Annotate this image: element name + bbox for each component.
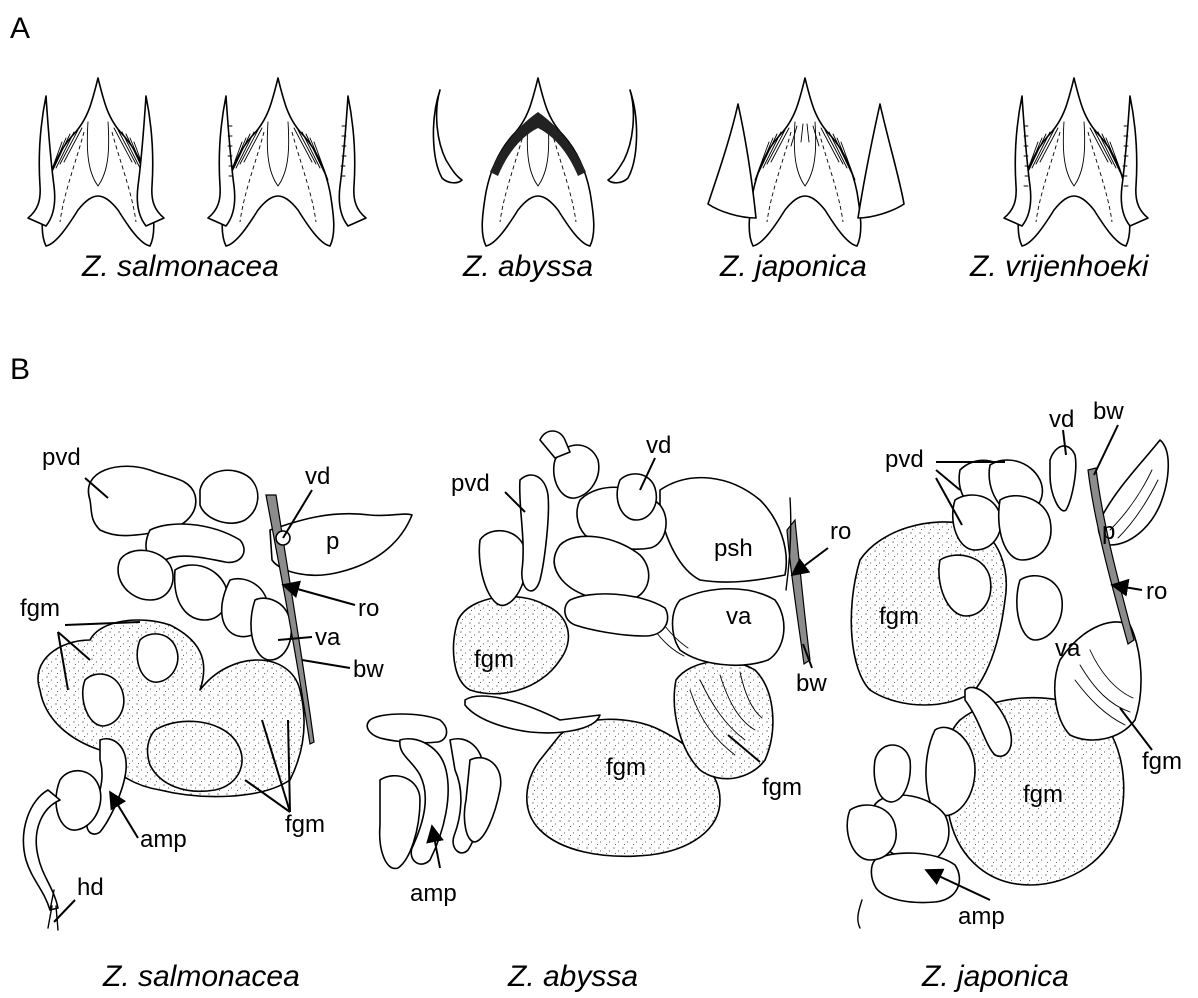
- radula-salmonacea-2: [222, 78, 334, 246]
- radula-vrijenhoeki: [1018, 78, 1130, 246]
- label-ro: ro: [830, 520, 851, 544]
- label-vd: vd: [646, 434, 671, 458]
- label-p: p: [326, 530, 339, 554]
- species-name-japonica: Z. japonica: [720, 252, 867, 282]
- label-va: va: [726, 605, 751, 629]
- radula-abyssa: [482, 78, 594, 246]
- marginal-tooth: [28, 96, 55, 226]
- species-name-abyssa: Z. abyssa: [463, 252, 593, 282]
- label-bw: bw: [1093, 400, 1124, 424]
- label-fgm: fgm: [285, 813, 325, 837]
- label-va: va: [1055, 637, 1080, 661]
- label-amp: amp: [410, 882, 457, 906]
- label-fgm: fgm: [474, 648, 514, 672]
- marginal-tooth: [1004, 96, 1031, 226]
- panel-b-letter: B: [10, 355, 30, 385]
- label-pvd: pvd: [885, 448, 924, 472]
- label-bw: bw: [796, 672, 827, 696]
- label-fgm: fgm: [1023, 783, 1063, 807]
- species-name-salmonacea: Z. salmonacea: [103, 962, 300, 992]
- species-name-salmonacea: Z. salmonacea: [82, 252, 279, 282]
- species-name-japonica: Z. japonica: [922, 962, 1069, 992]
- label-bw: bw: [353, 658, 384, 682]
- label-pvd: pvd: [42, 446, 81, 470]
- reproductive-system-salmonacea: [23, 466, 412, 930]
- label-fgm: fgm: [1142, 750, 1182, 774]
- marginal-tooth: [339, 96, 366, 226]
- reproductive-system-abyssa: [367, 431, 810, 868]
- species-name-abyssa: Z. abyssa: [508, 962, 638, 992]
- label-p: p: [1102, 520, 1115, 544]
- label-amp: amp: [958, 905, 1005, 929]
- label-ro: ro: [1146, 580, 1167, 604]
- marginal-tooth: [137, 96, 164, 226]
- label-fgm: fgm: [879, 605, 919, 629]
- label-psh: psh: [714, 537, 753, 561]
- species-name-vrijenhoeki: Z. vrijenhoeki: [970, 252, 1148, 282]
- label-vd: vd: [305, 465, 330, 489]
- label-vd: vd: [1049, 408, 1074, 432]
- label-fgm: fgm: [606, 756, 646, 780]
- label-fgm: fgm: [20, 597, 60, 621]
- radula-salmonacea-1: [42, 78, 154, 246]
- marginal-tooth: [1121, 96, 1148, 226]
- radula-japonica: [749, 78, 861, 246]
- marginal-tooth: [208, 96, 235, 226]
- label-ro: ro: [358, 597, 379, 621]
- reproductive-system-japonica: [847, 440, 1168, 928]
- label-amp: amp: [140, 828, 187, 852]
- label-pvd: pvd: [451, 472, 490, 496]
- label-va: va: [315, 626, 340, 650]
- label-fgm: fgm: [762, 776, 802, 800]
- label-hd: hd: [77, 876, 104, 900]
- panel-a-letter: A: [10, 14, 30, 44]
